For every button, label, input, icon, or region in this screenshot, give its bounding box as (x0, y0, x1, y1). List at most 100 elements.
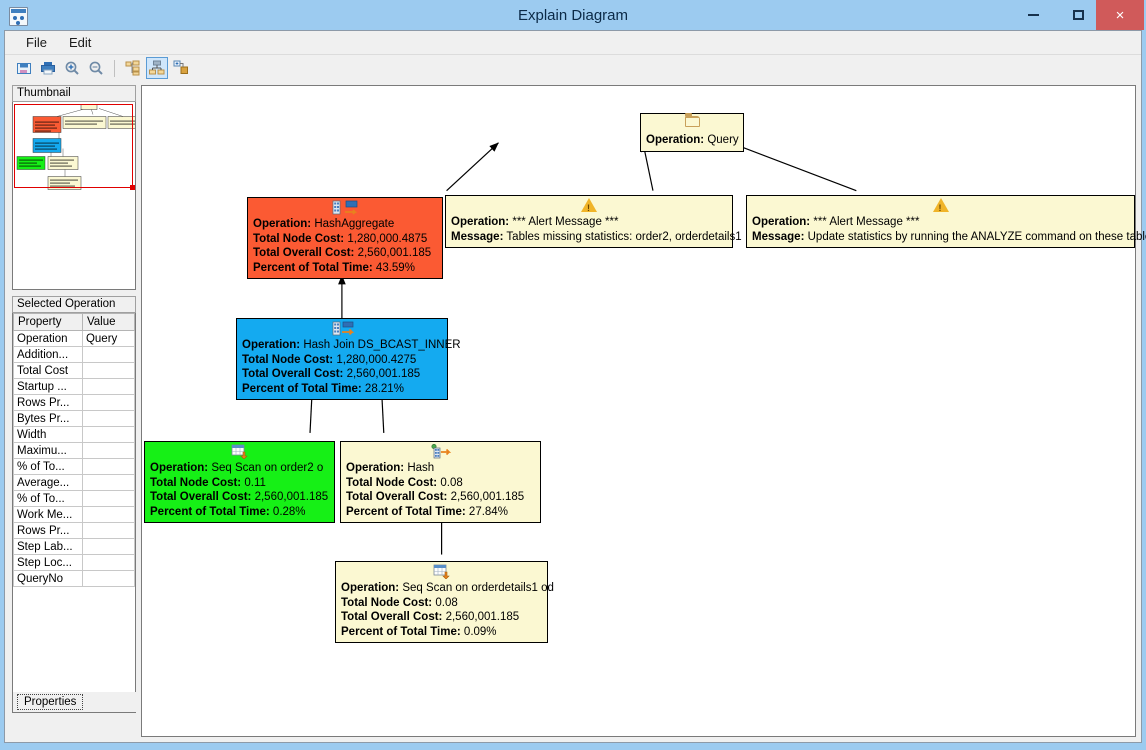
node-value-operation: *** Alert Message *** (813, 216, 920, 228)
property-name-cell: % of To... (13, 458, 83, 475)
property-value-cell (81, 394, 136, 411)
diagram-node-hash[interactable]: Operation: Hash Total Node Cost: 0.08 To… (340, 441, 541, 523)
diagram-node-alert-2[interactable]: Operation: *** Alert Message *** Message… (746, 195, 1146, 248)
node-value-percent-of-total-time: 0.09% (463, 625, 497, 638)
diagram-edges (309, 142, 857, 555)
property-name-cell: Rows Pr... (13, 522, 83, 539)
properties-table-row[interactable]: Total Cost (13, 362, 136, 379)
properties-table-row[interactable]: QueryNo (13, 570, 136, 587)
node-value-operation: Hash (407, 462, 435, 474)
properties-table-row[interactable]: % of To... (13, 490, 136, 507)
column-header-property[interactable]: Property (13, 313, 83, 331)
table-scan-icon (150, 444, 329, 460)
hash-icon (346, 443, 535, 460)
property-name-cell: Startup ... (13, 378, 83, 395)
node-value-operation: Query (707, 134, 739, 146)
diagram-node-seqscan-order2[interactable]: Operation: Seq Scan on order2 o Total No… (144, 441, 335, 523)
property-value-cell (81, 522, 136, 539)
zoom-out-button[interactable] (85, 57, 107, 79)
column-header-value[interactable]: Value (81, 313, 136, 331)
tool-bar (5, 55, 1141, 81)
print-button[interactable] (37, 57, 59, 79)
node-value-total-overall-cost: 2,560,001.185 (346, 368, 421, 380)
property-name-cell: Step Lab... (13, 538, 83, 555)
save-button[interactable] (13, 57, 35, 79)
expand-nodes-button[interactable] (170, 57, 192, 79)
property-name-cell: Total Cost (13, 362, 83, 379)
minimize-button[interactable] (1011, 0, 1056, 30)
properties-table-row[interactable]: % of To... (13, 458, 136, 475)
menu-item-edit[interactable]: Edit (68, 35, 92, 50)
property-value-cell (81, 570, 136, 587)
property-value-cell (81, 410, 136, 427)
properties-table-row[interactable]: Maximu... (13, 442, 136, 459)
diagram-view-button[interactable] (146, 57, 168, 79)
node-label-message: Message: (451, 230, 504, 243)
properties-table-row[interactable]: Work Me... (13, 506, 136, 523)
tree-view-icon (125, 60, 140, 76)
properties-table-row[interactable]: Average... (13, 474, 136, 491)
zoom-in-button[interactable] (61, 57, 83, 79)
node-value-operation: Seq Scan on orderdetails1 od (402, 582, 554, 594)
diagram-node-query[interactable]: Operation: Query (640, 113, 744, 152)
warning-icon (451, 198, 727, 216)
node-label-total-overall-cost: Total Overall Cost: (346, 491, 448, 503)
node-label-percent-of-total-time: Percent of Total Time: (341, 625, 461, 638)
node-value-operation: Hash Join DS_BCAST_INNER (303, 339, 461, 351)
aggregate-icon (253, 200, 437, 216)
properties-table-row[interactable]: Step Lab... (13, 538, 136, 555)
properties-table-row[interactable]: Rows Pr... (13, 522, 136, 539)
tree-view-button[interactable] (122, 57, 144, 79)
node-label-operation: Operation: (341, 582, 400, 594)
node-label-message: Message: (752, 230, 805, 243)
property-value-cell (81, 458, 136, 475)
property-name-cell: Step Loc... (13, 554, 83, 571)
close-button[interactable]: × (1096, 0, 1144, 30)
node-value-operation: *** Alert Message *** (512, 216, 619, 228)
properties-table-row[interactable]: Step Loc... (13, 554, 136, 571)
thumbnail-panel[interactable] (12, 102, 136, 290)
table-scan-icon (341, 564, 542, 580)
diagram-node-alert-1[interactable]: Operation: *** Alert Message *** Message… (445, 195, 742, 248)
node-value-message: Update statistics by running the ANALYZE… (807, 230, 1146, 243)
tab-properties[interactable]: Properties (17, 694, 84, 710)
node-label-total-overall-cost: Total Overall Cost: (242, 368, 344, 380)
property-name-cell: Work Me... (13, 506, 83, 523)
node-value-percent-of-total-time: 0.28% (272, 505, 306, 518)
node-label-total-overall-cost: Total Overall Cost: (253, 247, 355, 259)
node-value-operation: HashAggregate (314, 218, 395, 230)
node-label-operation: Operation: (253, 218, 312, 230)
node-value-operation: Seq Scan on order2 o (211, 462, 324, 474)
toolbar-separator (114, 59, 115, 77)
properties-table-row[interactable]: Addition... (13, 346, 136, 363)
thumbnail-resize-handle[interactable] (130, 185, 135, 190)
node-label-operation: Operation: (346, 462, 405, 474)
properties-table-row[interactable]: Width (13, 426, 136, 443)
maximize-button[interactable] (1056, 0, 1101, 30)
property-name-cell: Width (13, 426, 83, 443)
maximize-icon (1073, 10, 1084, 20)
property-value-cell (81, 362, 136, 379)
thumbnail-viewport-rect[interactable] (14, 104, 135, 190)
properties-table-row[interactable]: Bytes Pr... (13, 410, 136, 427)
property-value-cell: Query (81, 330, 136, 347)
diagram-node-hashjoin[interactable]: Operation: Hash Join DS_BCAST_INNER Tota… (236, 318, 461, 400)
diagram-canvas[interactable]: Operation: Query Operation: Hash (141, 85, 1146, 737)
zoom-out-icon (89, 61, 103, 75)
menu-item-file[interactable]: File (26, 35, 47, 50)
node-label-total-node-cost: Total Node Cost: (341, 596, 433, 609)
node-value-total-node-cost: 0.08 (440, 476, 463, 489)
properties-table-row[interactable]: Rows Pr... (13, 394, 136, 411)
property-value-cell (81, 426, 136, 443)
folder-icon (646, 113, 738, 132)
diagram-node-hashaggregate[interactable]: Operation: HashAggregate Total Node Cost… (247, 197, 443, 279)
diagram-node-seqscan-orderdetails1[interactable]: Operation: Seq Scan on orderdetails1 od … (335, 561, 554, 643)
properties-table-row[interactable]: Startup ... (13, 378, 136, 395)
join-icon (242, 321, 442, 337)
menu-bar: File Edit (5, 31, 1141, 55)
node-value-total-overall-cost: 2,560,001.185 (357, 247, 432, 259)
node-label-percent-of-total-time: Percent of Total Time: (346, 505, 466, 518)
